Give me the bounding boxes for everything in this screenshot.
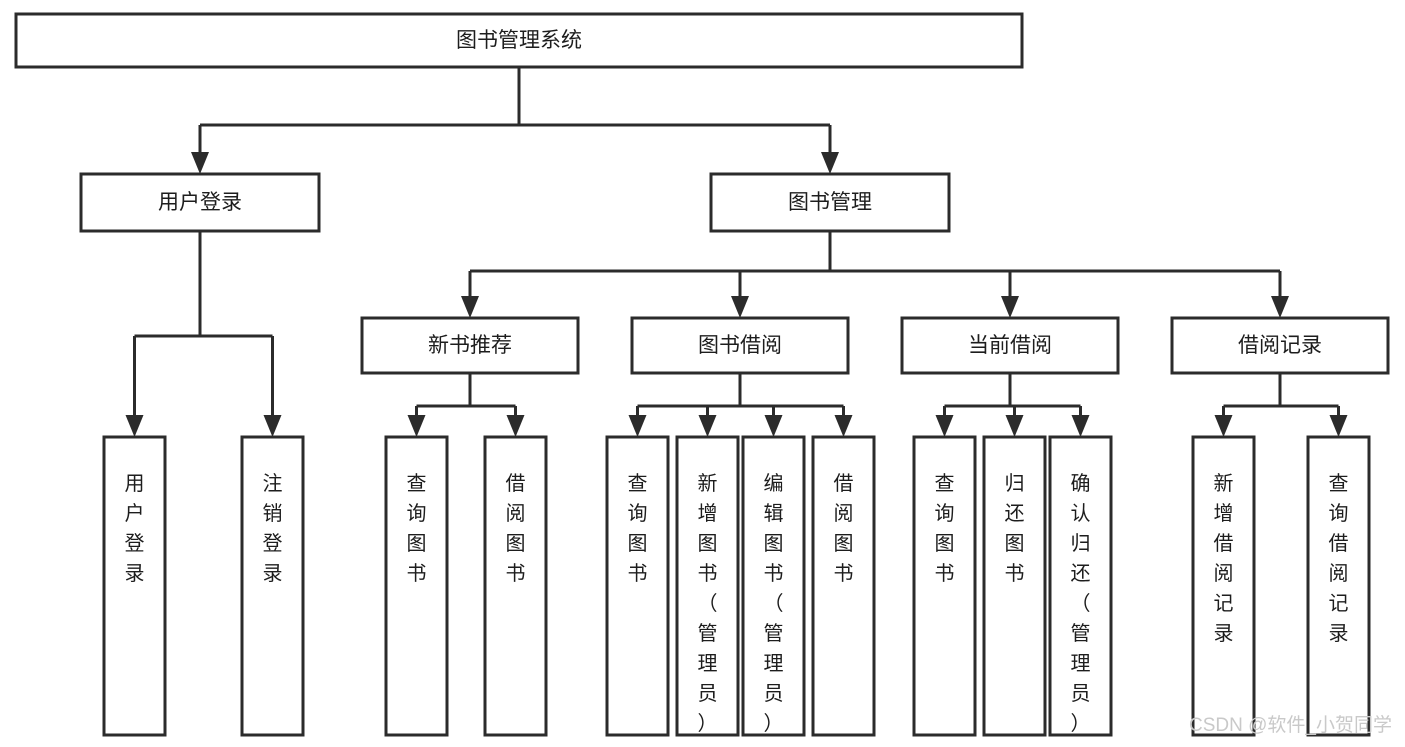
arrow-head-user-login-to-user-login-login <box>125 415 144 437</box>
arrow-head-book-borrow-to-borrow-borrow-book <box>834 415 853 437</box>
node-label-borrow-query-book: 查询图书 <box>628 472 648 585</box>
node-record-add[interactable]: 新增借阅记录 <box>1191 435 1256 737</box>
node-user-login-login[interactable]: 用户登录 <box>102 435 167 737</box>
arrow-head-borrow-record-to-record-add <box>1214 415 1233 437</box>
node-box-current-query-book <box>912 435 977 737</box>
node-label-current-return-book: 归还图书 <box>1005 472 1025 585</box>
node-box-recommend-query-book <box>384 435 449 737</box>
arrow-head-book-manage-to-borrow-record <box>1271 296 1289 318</box>
arrow-head-book-manage-to-book-borrow <box>731 296 749 318</box>
node-current-borrow[interactable]: 当前借阅 <box>900 316 1120 375</box>
node-book-borrow[interactable]: 图书借阅 <box>630 316 850 375</box>
node-label-record-add: 新增借阅记录 <box>1214 472 1234 645</box>
csdn-watermark: CSDN @软件_小贺同学 <box>1189 714 1392 736</box>
node-label-current-query-book: 查询图书 <box>935 472 955 585</box>
node-box-user-login-login <box>102 435 167 737</box>
arrow-head-current-borrow-to-current-confirm-return <box>1071 415 1090 437</box>
node-current-query-book[interactable]: 查询图书 <box>912 435 977 737</box>
node-box-borrow-edit-book <box>741 435 806 737</box>
node-current-return-book[interactable]: 归还图书 <box>982 435 1047 737</box>
node-box-borrow-record <box>1170 316 1390 375</box>
arrow-head-current-borrow-to-current-query-book <box>935 415 954 437</box>
node-box-root <box>14 12 1024 69</box>
arrow-head-book-manage-to-current-borrow <box>1001 296 1019 318</box>
node-box-current-confirm-return <box>1048 435 1113 737</box>
node-current-confirm-return[interactable]: 确认归还（管理员） <box>1048 435 1113 737</box>
node-root[interactable]: 图书管理系统 <box>14 12 1024 69</box>
arrow-head-book-borrow-to-borrow-edit-book <box>764 415 783 437</box>
node-box-current-borrow <box>900 316 1120 375</box>
node-box-book-manage <box>709 172 951 233</box>
arrow-head-borrow-record-to-record-query <box>1329 415 1348 437</box>
connector-layer <box>125 67 1348 437</box>
node-box-borrow-borrow-book <box>811 435 876 737</box>
node-layer: 图书管理系统用户登录用户登录注销登录图书管理新书推荐查询图书借阅图书图书借阅查询… <box>14 12 1390 737</box>
arrow-head-new-book-recommend-to-recommend-query-book <box>407 415 426 437</box>
arrow-head-root-to-book-manage <box>821 152 839 174</box>
arrow-head-root-to-user-login <box>191 152 209 174</box>
node-new-book-recommend[interactable]: 新书推荐 <box>360 316 580 375</box>
arrow-head-book-borrow-to-borrow-query-book <box>628 415 647 437</box>
arrow-head-user-login-to-user-login-logout <box>263 415 282 437</box>
node-label-book-borrow: 图书借阅 <box>698 334 782 357</box>
node-box-record-add <box>1191 435 1256 737</box>
node-user-login-logout[interactable]: 注销登录 <box>240 435 305 737</box>
node-box-user-login <box>79 172 321 233</box>
node-box-current-return-book <box>982 435 1047 737</box>
node-label-user-login: 用户登录 <box>158 191 242 214</box>
node-label-root: 图书管理系统 <box>456 29 582 52</box>
node-record-query[interactable]: 查询借阅记录 <box>1306 435 1371 737</box>
node-label-user-login-login: 用户登录 <box>125 473 145 585</box>
node-label-borrow-borrow-book: 借阅图书 <box>834 472 854 585</box>
node-borrow-edit-book[interactable]: 编辑图书（管理员） <box>741 435 806 737</box>
node-label-current-confirm-return: 确认归还（管理员） <box>1071 472 1091 735</box>
node-label-borrow-add-book: 新增图书（管理员） <box>698 472 718 735</box>
node-recommend-borrow-book[interactable]: 借阅图书 <box>483 435 548 737</box>
arrow-head-book-borrow-to-borrow-add-book <box>698 415 717 437</box>
node-label-user-login-logout: 注销登录 <box>263 472 283 585</box>
node-box-borrow-query-book <box>605 435 670 737</box>
node-label-new-book-recommend: 新书推荐 <box>428 334 512 357</box>
node-label-recommend-query-book: 查询图书 <box>407 472 427 585</box>
node-borrow-record[interactable]: 借阅记录 <box>1170 316 1390 375</box>
node-recommend-query-book[interactable]: 查询图书 <box>384 435 449 737</box>
node-box-record-query <box>1306 435 1371 737</box>
arrow-head-new-book-recommend-to-recommend-borrow-book <box>506 415 525 437</box>
node-book-manage[interactable]: 图书管理 <box>709 172 951 233</box>
node-borrow-add-book[interactable]: 新增图书（管理员） <box>675 435 740 737</box>
node-box-book-borrow <box>630 316 850 375</box>
node-box-recommend-borrow-book <box>483 435 548 737</box>
node-label-book-manage: 图书管理 <box>788 191 872 214</box>
node-label-borrow-edit-book: 编辑图书（管理员） <box>764 472 784 735</box>
arrow-head-current-borrow-to-current-return-book <box>1005 415 1024 437</box>
node-label-current-borrow: 当前借阅 <box>968 334 1052 357</box>
node-label-borrow-record: 借阅记录 <box>1238 334 1322 357</box>
node-borrow-borrow-book[interactable]: 借阅图书 <box>811 435 876 737</box>
node-box-new-book-recommend <box>360 316 580 375</box>
node-label-record-query: 查询借阅记录 <box>1329 472 1349 645</box>
node-box-borrow-add-book <box>675 435 740 737</box>
node-box-user-login-logout <box>240 435 305 737</box>
arrow-head-book-manage-to-new-book-recommend <box>461 296 479 318</box>
node-label-recommend-borrow-book: 借阅图书 <box>506 472 526 585</box>
node-user-login[interactable]: 用户登录 <box>79 172 321 233</box>
node-borrow-query-book[interactable]: 查询图书 <box>605 435 670 737</box>
